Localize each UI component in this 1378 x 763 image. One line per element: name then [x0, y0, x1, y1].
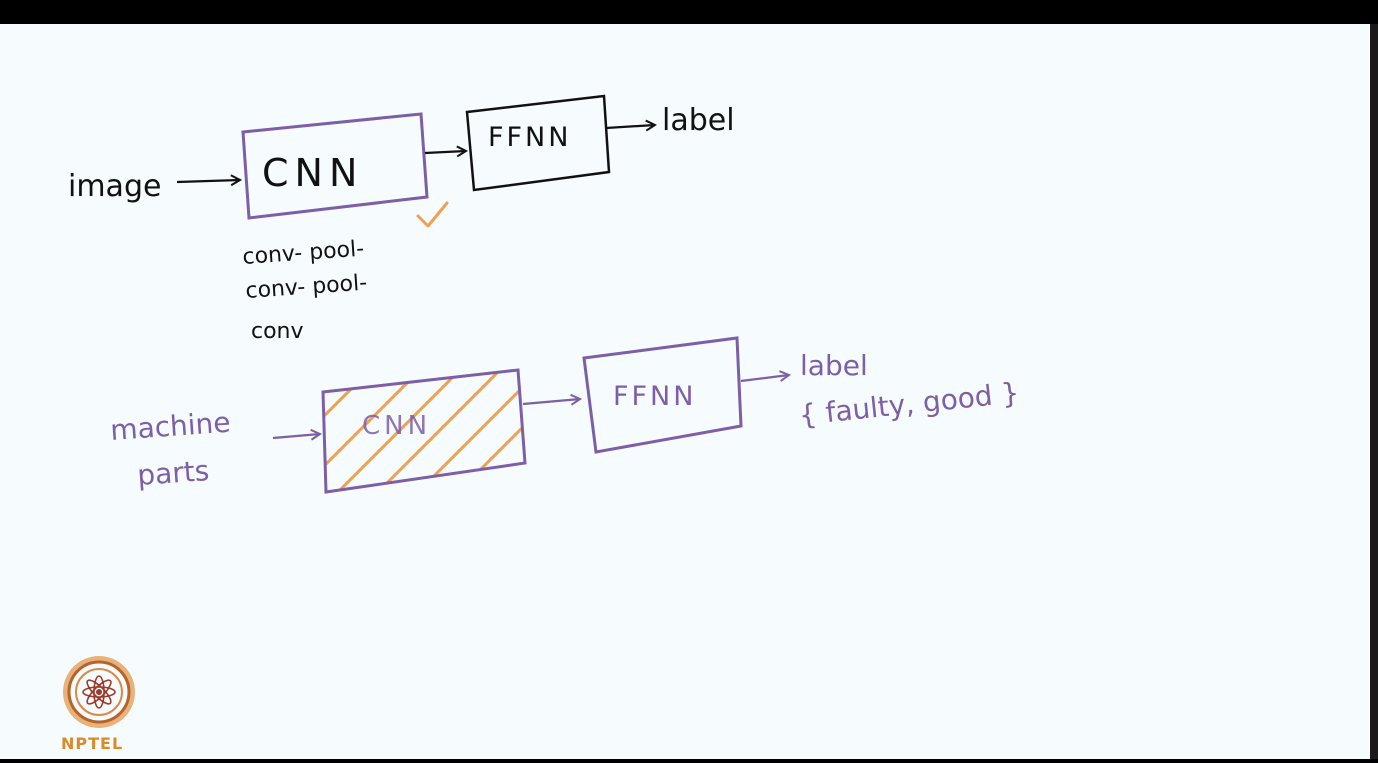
checkmark-icon [416, 201, 449, 228]
cnn-to-ffnn-arrow-bottom [522, 399, 580, 404]
diagram-canvas: image CNN FFNN label conv- pool- conv- p… [61, 94, 1021, 753]
cnn-to-ffnn-arrow-top [424, 151, 466, 153]
image-input-label: image [68, 169, 161, 204]
machine-parts-label-line2: parts [136, 454, 210, 492]
nptel-logo-text: NPTEL [61, 734, 123, 753]
ffnn-box-bottom [582, 336, 743, 454]
ffnn-box-bottom-label: FFNN [613, 381, 696, 412]
machine-parts-label-line1: machine [109, 406, 231, 447]
ffnn-to-label-arrow-top [605, 125, 655, 128]
ffnn-box-top-label: FFNN [488, 122, 571, 153]
layers-line-2: conv- pool- [245, 271, 368, 304]
output-classes: { faulty, good } [797, 376, 1020, 432]
layers-line-3: conv [251, 319, 304, 344]
output-label-bottom: label [800, 349, 868, 382]
ffnn-box-top [465, 94, 611, 192]
slide-right-edge [1370, 24, 1378, 759]
output-label-top: label [662, 103, 735, 138]
image-to-cnn-arrow [176, 180, 240, 182]
layers-line-1: conv- pool- [242, 237, 365, 270]
slide-canvas: image CNN FFNN label conv- pool- conv- p… [0, 24, 1370, 759]
cnn-box-top [241, 112, 429, 220]
nptel-logo-icon [63, 656, 135, 728]
cnn-box-bottom-label: CNN [362, 411, 431, 441]
parts-to-cnn-arrow [272, 434, 320, 438]
cnn-box-top-label: CNN [262, 151, 363, 195]
ffnn-to-label-arrow-bottom [740, 375, 789, 383]
